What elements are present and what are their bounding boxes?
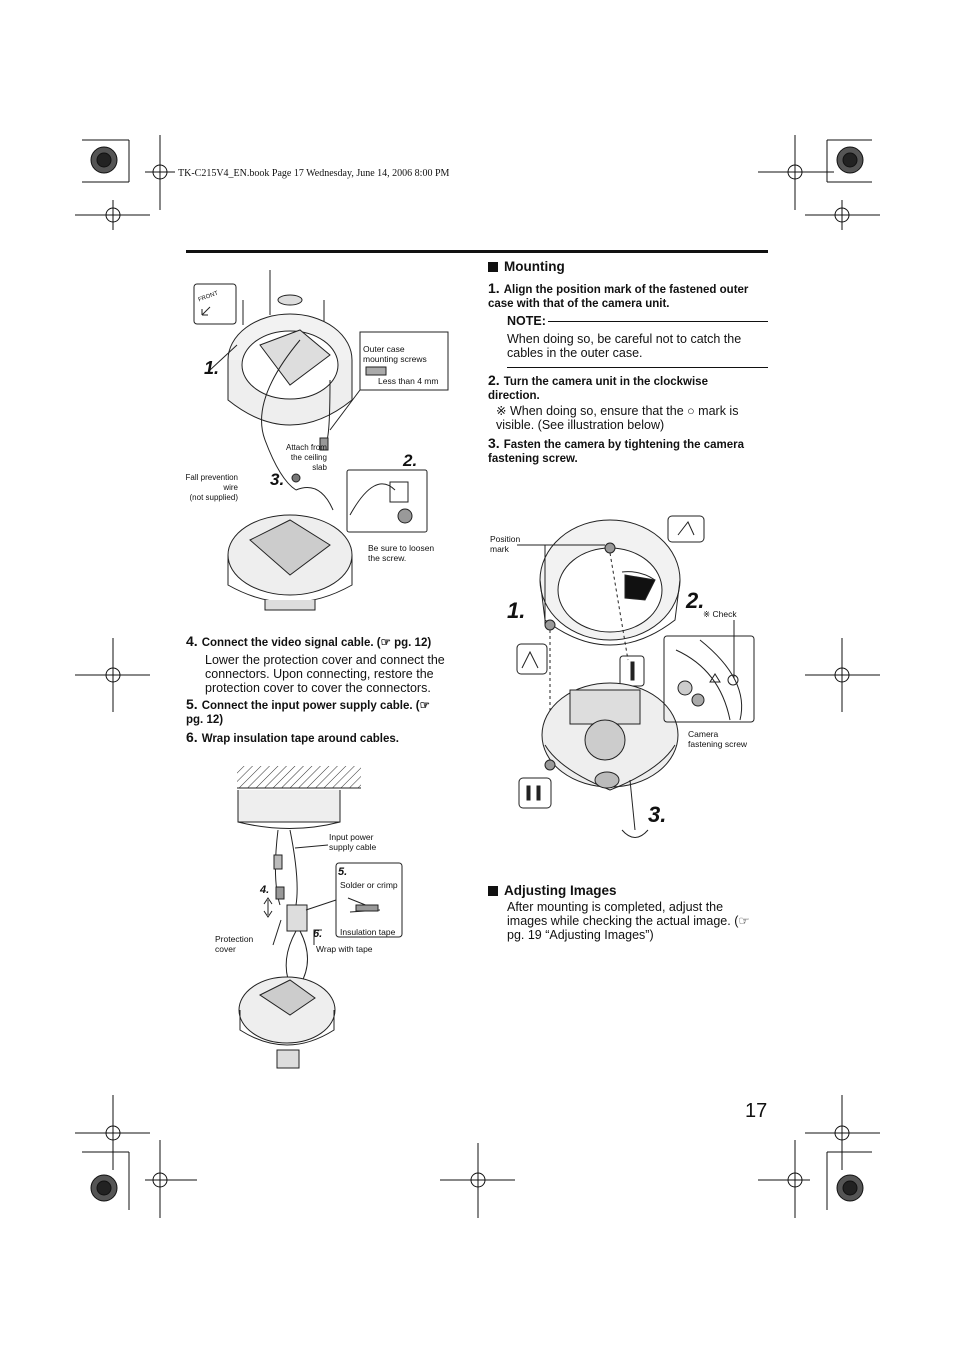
step-5-title: 5.Connect the input power supply cable. … xyxy=(186,696,430,726)
fall-prevention-wire-label: Fall prevention wire (not supplied) xyxy=(185,473,238,502)
less-than-4mm-label: Less than 4 mm xyxy=(378,376,439,386)
mounting-step-2-note: ※ When doing so, ensure that the ○ mark … xyxy=(496,404,739,432)
header-file-info: TK-C215V4_EN.book Page 17 Wednesday, Jun… xyxy=(178,168,450,179)
position-mark-label: Position mark xyxy=(490,534,521,554)
note-label: NOTE: xyxy=(507,314,546,328)
mounting-step-3: 3.Fasten the camera by tightening the ca… xyxy=(488,435,744,465)
mounting-step-2: 2.Turn the camera unit in the clockwise … xyxy=(488,372,708,402)
page-number: 17 xyxy=(745,1100,768,1122)
adjusting-body: After mounting is completed, adjust the … xyxy=(507,900,750,942)
wrap-tape-label: Wrap with tape xyxy=(316,944,373,954)
fig1-step-2-label: 2. xyxy=(403,451,418,470)
note-block: NOTE: When doing so, be careful not to c… xyxy=(507,314,768,368)
fig1-step-3-label: 3. xyxy=(270,470,285,489)
fig3-step-3-label: 3. xyxy=(648,802,667,827)
fig1-step-1-label: 1. xyxy=(204,358,220,378)
fig3-step-2-label: 2. xyxy=(686,588,705,613)
mounting-heading: Mounting xyxy=(488,259,565,274)
solder-crimp-label: Solder or crimp xyxy=(340,880,398,890)
header-rule xyxy=(186,250,768,253)
adjusting-heading: Adjusting Images xyxy=(488,883,617,898)
step-4-title: 4.Connect the video signal cable. (☞ pg.… xyxy=(186,633,432,649)
mounting-step-1: 1.Align the position mark of the fastene… xyxy=(488,280,749,310)
loosen-screw-label: Be sure to loosen the screw. xyxy=(368,543,435,563)
camera-fastening-screw-label: Camera fastening screw xyxy=(688,729,748,749)
check-label: ※ Check xyxy=(703,609,737,619)
note-text: When doing so, be careful not to catch t… xyxy=(507,332,742,360)
attach-from-slab-label: Attach from the ceiling slab xyxy=(286,443,327,472)
outer-case-screws-label: Outer case mounting screws xyxy=(363,344,427,364)
fig2-step-5-label: 5. xyxy=(338,866,348,878)
input-power-cable-label: Input power supply cable xyxy=(329,832,377,852)
fig3-step-1-label: 1. xyxy=(507,598,526,623)
protection-cover-label: Protection cover xyxy=(215,934,254,954)
fig2-step-4-label: 4. xyxy=(260,884,270,896)
insulation-tape-label: Insulation tape xyxy=(340,927,396,937)
step-6-title: 6.Wrap insulation tape around cables. xyxy=(186,729,399,745)
fig2-step-6-label: 6. xyxy=(313,928,323,940)
step-4-body: Lower the protection cover and connect t… xyxy=(205,653,445,695)
